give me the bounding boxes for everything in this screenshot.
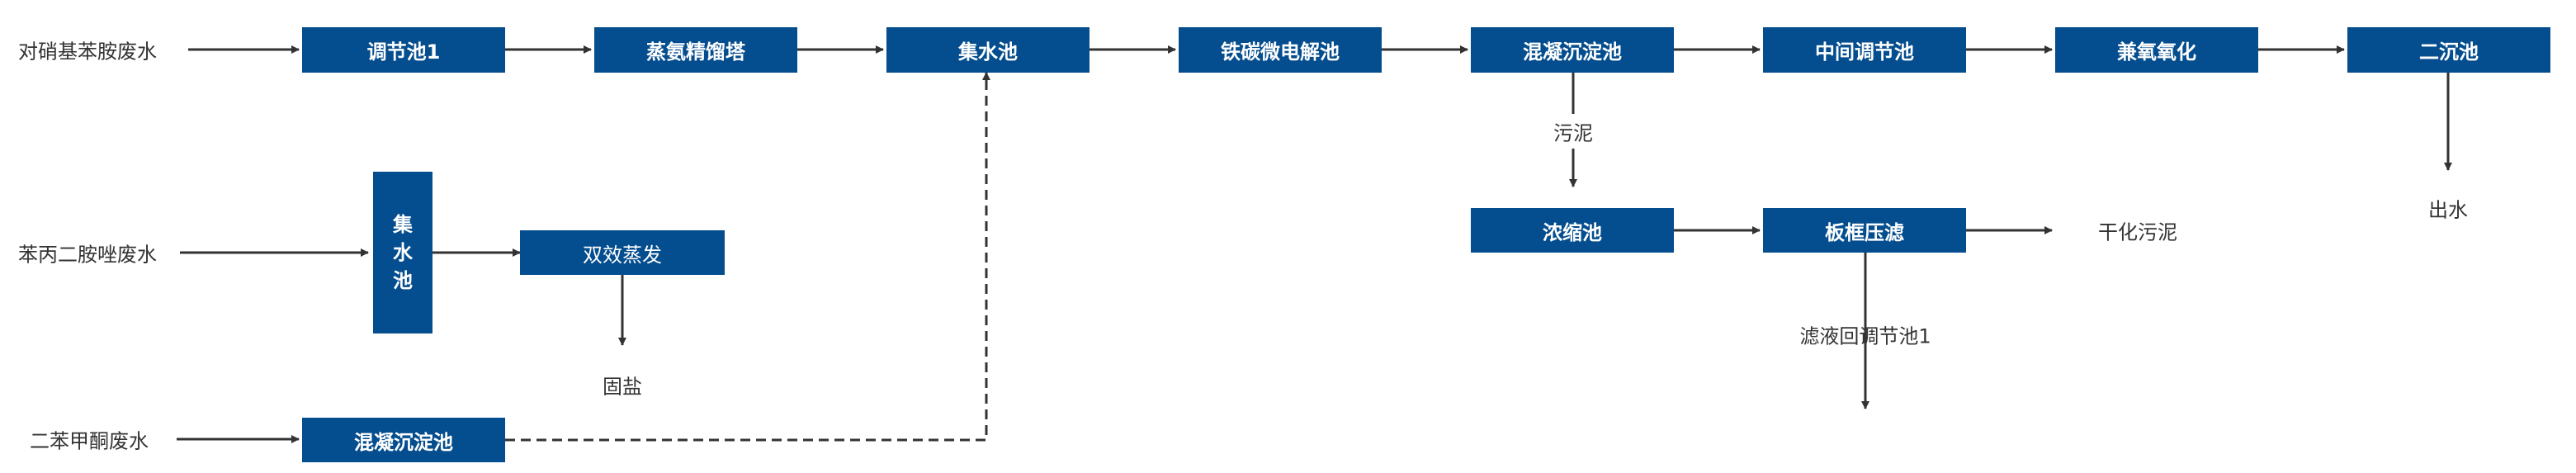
source-label-1: 对硝基苯胺废水 xyxy=(18,40,157,64)
box-shuangxiao: 双效蒸发 xyxy=(520,230,725,275)
box-erchen: 二沉池 xyxy=(2347,27,2550,73)
label-chushui: 出水 xyxy=(2428,198,2468,222)
box-nongsuo: 浓缩池 xyxy=(1471,208,1674,253)
box-bankuang: 板框压滤 xyxy=(1763,208,1966,253)
box-hunning2: 混凝沉淀池 xyxy=(302,418,505,462)
source-label-2: 苯丙二胺唑废水 xyxy=(18,243,157,267)
box-jishuichi-vertical: 集 水 池 xyxy=(373,172,432,333)
label-wuni: 污泥 xyxy=(1553,121,1593,145)
box-tiaojiechi1: 调节池1 xyxy=(302,27,505,73)
jishuichi-vertical-char-1: 集 xyxy=(393,213,413,236)
box-jianyang: 兼氧氧化 xyxy=(2055,27,2258,73)
box-zhongjian: 中间调节池 xyxy=(1763,27,1966,73)
source-label-3: 二苯甲酮废水 xyxy=(30,429,149,453)
dashed-arrow-hunning2-to-jishuichi xyxy=(505,72,990,442)
label-ganhua: 干化污泥 xyxy=(2098,220,2177,244)
label-guyan: 固盐 xyxy=(603,375,642,399)
jishuichi-vertical-char-3: 池 xyxy=(393,269,413,292)
box-hunning1: 混凝沉淀池 xyxy=(1471,27,1674,73)
box-jishuichi: 集水池 xyxy=(886,27,1089,73)
jishuichi-vertical-char-2: 水 xyxy=(393,241,413,264)
label-lvye: 滤液回调节池1 xyxy=(1799,324,1931,348)
box-tietan: 铁碳微电解池 xyxy=(1179,27,1382,73)
box-zhengan: 蒸氨精馏塔 xyxy=(594,27,797,73)
